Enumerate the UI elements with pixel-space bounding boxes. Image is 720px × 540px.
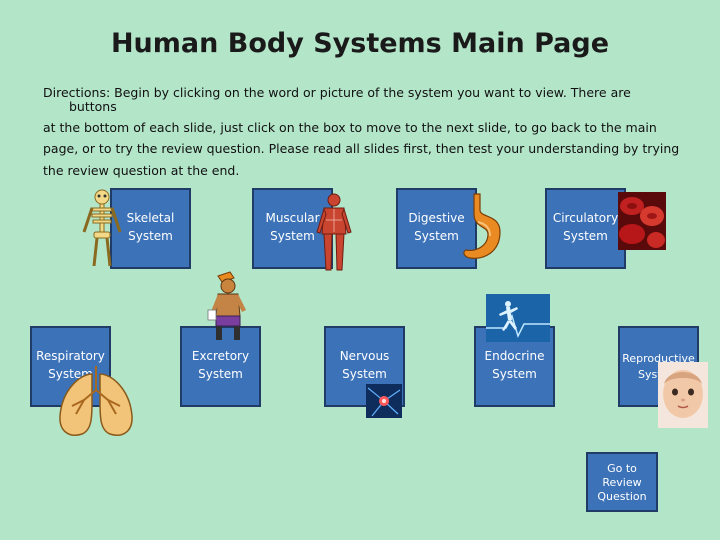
circulatory-system-button[interactable]: Circulatory System (545, 188, 626, 269)
runner-pulse-icon[interactable] (486, 294, 550, 342)
directions-text: Directions: Begin by clicking on the wor… (43, 82, 683, 181)
lungs-icon[interactable] (54, 366, 138, 442)
neuron-icon[interactable] (366, 384, 402, 418)
button-label-line1: Muscular (265, 211, 320, 225)
directions-line: Directions: Begin by clicking on the wor… (43, 85, 631, 100)
directions-line: at the bottom of each slide, just click … (43, 119, 657, 135)
button-label-line1: Circulatory (552, 211, 619, 225)
review-label-line3: Question (597, 490, 647, 503)
button-label-line1: Nervous (339, 349, 390, 363)
kidney-figure-icon[interactable] (204, 270, 252, 342)
blood-cells-icon[interactable] (618, 192, 666, 250)
review-label-line1: Go to (607, 462, 637, 475)
button-label-line1: Excretory (191, 349, 250, 363)
skeleton-icon[interactable] (80, 188, 124, 270)
page-title: Human Body Systems Main Page (110, 28, 610, 59)
button-label-line1: Digestive (408, 211, 465, 225)
go-to-review-question-button[interactable]: Go to Review Question (586, 452, 658, 512)
button-label-line2: System (342, 367, 387, 381)
digestive-system-button[interactable]: Digestive System (396, 188, 477, 269)
directions-line: page, or to try the review question. Ple… (43, 141, 680, 156)
button-label-line1: Endocrine (484, 349, 545, 363)
stomach-icon[interactable] (460, 192, 504, 266)
button-label-line2: System (492, 367, 537, 381)
baby-icon[interactable] (658, 362, 708, 428)
skeletal-system-button[interactable]: Skeletal System (110, 188, 191, 269)
muscle-figure-icon[interactable] (314, 192, 354, 272)
button-label-line2: System (198, 367, 243, 381)
button-label-line2: System (270, 229, 315, 243)
button-label-line1: Reproductive (622, 352, 695, 365)
button-label-line2: System (414, 229, 459, 243)
button-label-line2: System (128, 229, 173, 243)
button-label-line1: Skeletal (126, 211, 175, 225)
directions-line: the review question at the end. (43, 162, 240, 178)
button-label-line1: Respiratory (36, 349, 105, 363)
review-label-line2: Review (602, 476, 642, 489)
directions-line: buttons (69, 98, 117, 114)
button-label-line2: System (563, 229, 608, 243)
